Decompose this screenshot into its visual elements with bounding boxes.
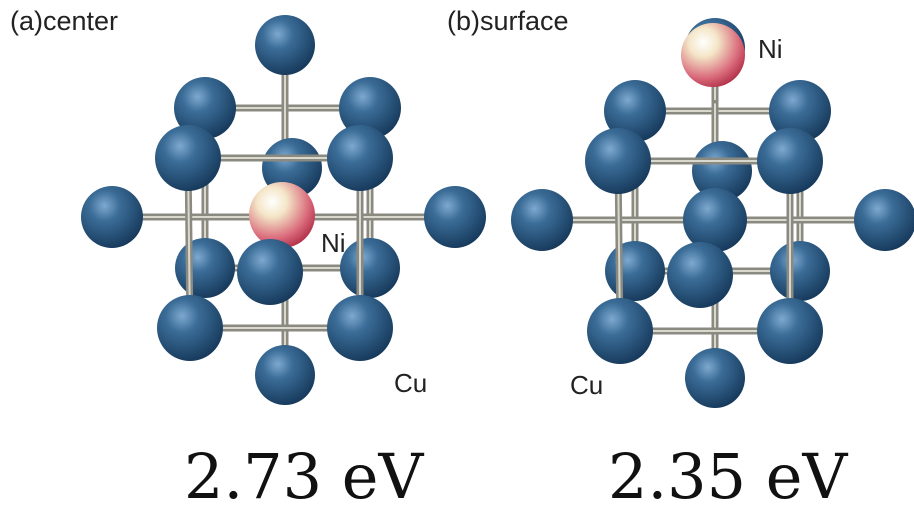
panel-surface-structure — [511, 18, 914, 408]
cu-atom — [255, 345, 315, 405]
panel-b-energy: 2.35 eV — [608, 440, 848, 513]
cu-atom — [327, 125, 393, 191]
cu-atom — [757, 128, 823, 194]
cu-atom — [327, 295, 393, 361]
cu-atom — [854, 189, 914, 251]
cu-atom — [237, 239, 303, 305]
cu-atom — [605, 241, 665, 301]
cu-atom — [770, 241, 830, 301]
panel-b-ni-label: Ni — [758, 34, 783, 64]
cu-atom — [175, 238, 235, 298]
cu-atom — [769, 80, 831, 142]
cu-atom — [685, 348, 745, 408]
panel-a-ni-label: Ni — [321, 228, 346, 258]
cu-atom — [511, 189, 573, 251]
cu-atom — [585, 128, 651, 194]
ni-atom — [249, 182, 315, 248]
cu-atom — [683, 188, 747, 252]
cu-atom — [604, 80, 666, 142]
ni-atom — [681, 23, 745, 87]
cu-atom — [587, 298, 653, 364]
panel-b-title: (b)surface — [447, 6, 569, 36]
panel-a-cu-label: Cu — [394, 368, 428, 398]
cu-atom — [157, 295, 223, 361]
cu-atom — [692, 141, 752, 201]
cu-atom — [340, 238, 400, 298]
cu-atom — [174, 77, 236, 139]
cu-atom — [757, 298, 823, 364]
panel-center-structure — [81, 15, 486, 405]
cu-atom — [155, 125, 221, 191]
cu-atom — [424, 186, 486, 248]
cu-atom — [339, 77, 401, 139]
cu-atom — [667, 242, 733, 308]
panel-b-cu-label: Cu — [570, 370, 604, 400]
panel-a-title: (a)center — [10, 6, 119, 36]
cu-atom — [81, 186, 143, 248]
cu-atom — [255, 15, 315, 75]
panel-a-energy: 2.73 eV — [184, 440, 424, 513]
